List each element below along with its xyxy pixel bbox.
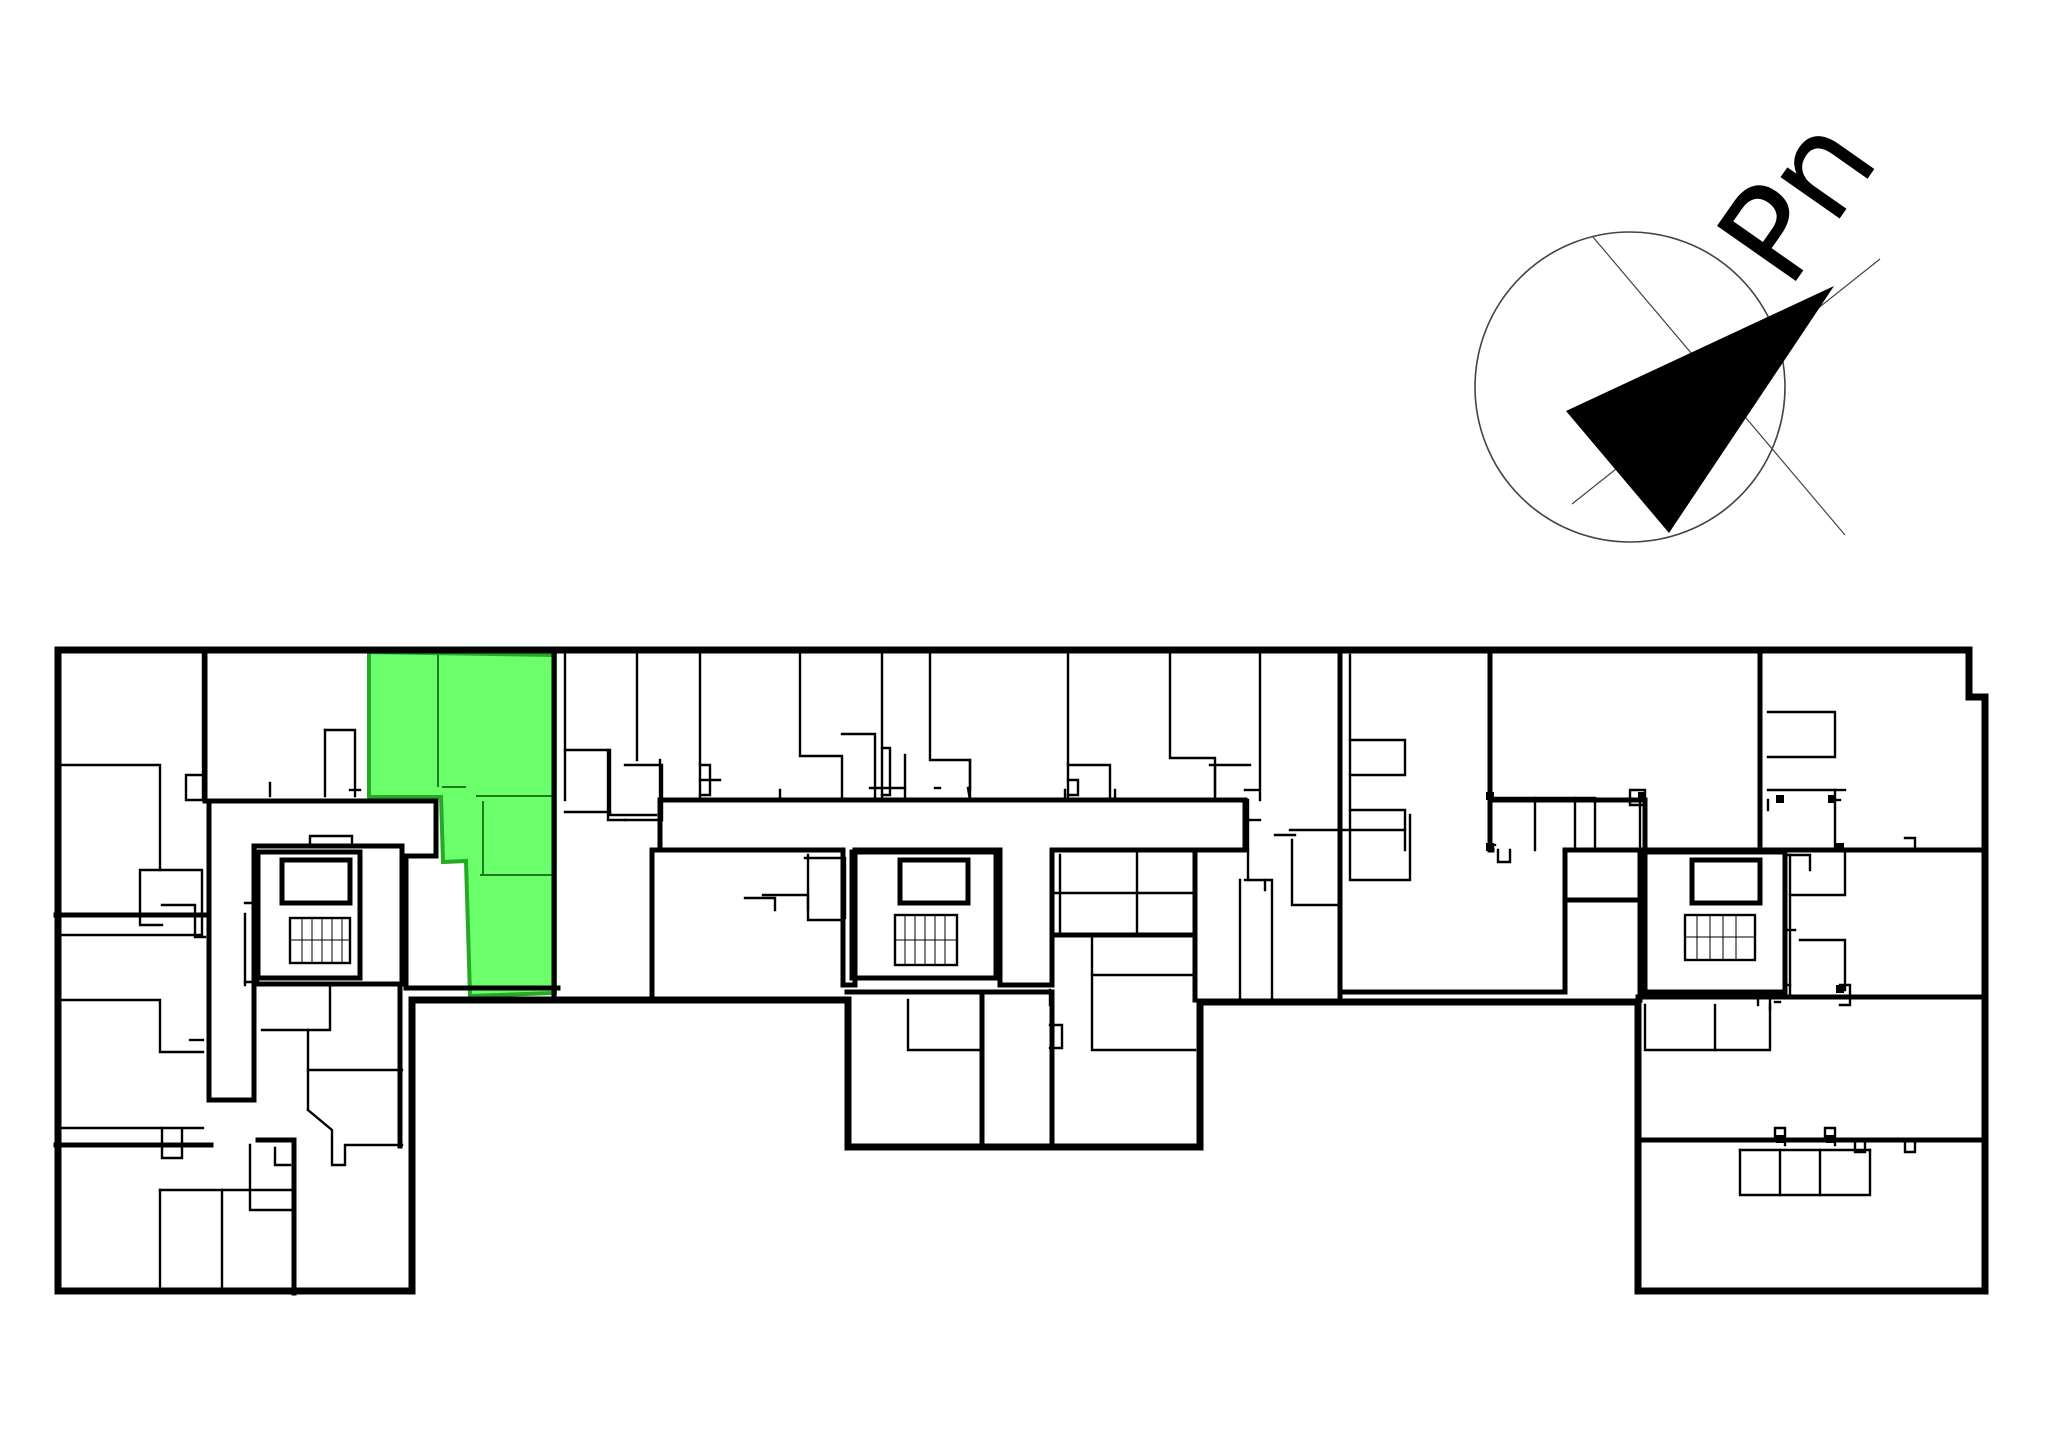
- outer-walls: [54, 646, 1989, 1295]
- left-wing-partitions: [56, 650, 404, 1293]
- interior-wall: [202, 798, 561, 991]
- interior-wall: [657, 797, 1248, 853]
- highlighted-apartment[interactable]: [367, 649, 557, 999]
- interior-wall: [1339, 847, 1643, 1003]
- stair-core-center: [849, 849, 999, 981]
- interior-wall: [649, 797, 663, 998]
- stair-core-left: [255, 849, 363, 981]
- interior-wall: [1489, 797, 1648, 853]
- elevator-shaft: [279, 857, 353, 906]
- stair-treads: [895, 915, 957, 965]
- interior-wall: [255, 1137, 297, 1148]
- right-wing-partitions: [1338, 653, 1917, 1197]
- highlighted-apartment-area[interactable]: [367, 649, 557, 999]
- compass-north-label: Pn: [1688, 90, 1906, 310]
- interior-walls: [53, 647, 1988, 1296]
- compass-needle: [1566, 286, 1834, 533]
- elevator-shaft: [1689, 857, 1763, 906]
- stair-core-right: [1642, 849, 1788, 995]
- outer-wall: [54, 646, 1989, 1295]
- interior-wall: [206, 798, 257, 1103]
- compass-rose: Pn: [1474, 90, 1907, 543]
- stair-treads: [290, 918, 350, 963]
- interior-wall: [844, 989, 1055, 1145]
- compass-ring: [1474, 231, 1786, 543]
- center-partitions: [563, 648, 1342, 1052]
- stair-core-wall: [849, 849, 999, 981]
- elevator-shaft: [897, 857, 971, 906]
- wall-anchors: [1486, 792, 1844, 1143]
- interior-wall: [997, 847, 1198, 1003]
- stair-core-wall: [255, 849, 363, 981]
- stair-treads: [1685, 915, 1755, 960]
- stair-core-wall: [1642, 849, 1788, 995]
